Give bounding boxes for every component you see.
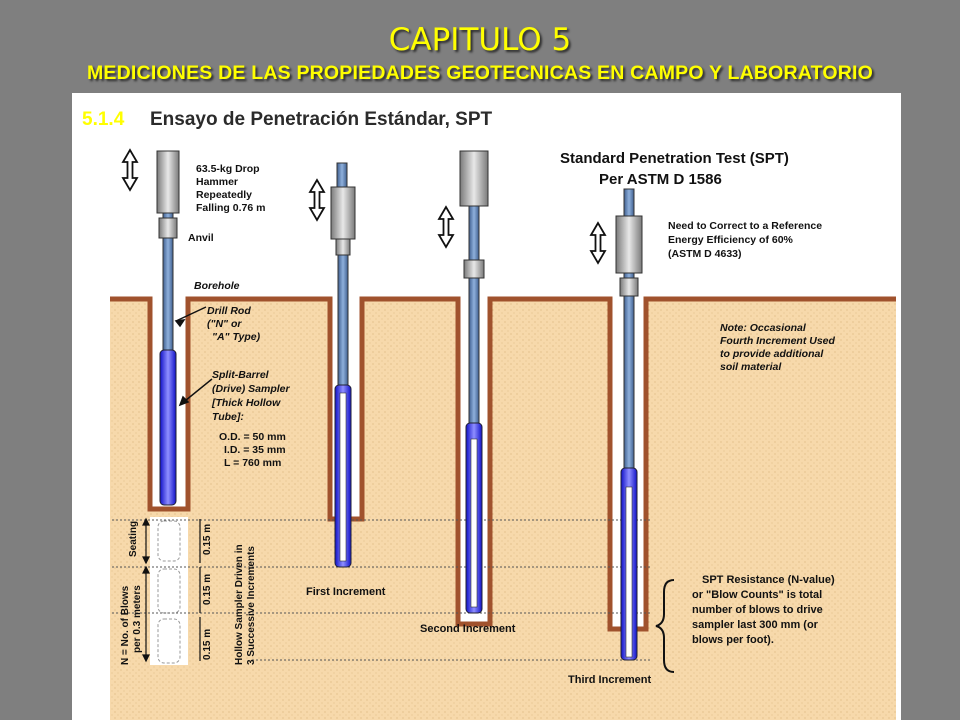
chapter-subtitle: MEDICIONES DE LAS PROPIEDADES GEOTECNICA…: [86, 62, 874, 84]
n-blows-label-1: N = No. of Blows: [120, 585, 131, 665]
svg-text:Fourth Increment Used: Fourth Increment Used: [720, 335, 836, 347]
svg-text:Falling 0.76 m: Falling 0.76 m: [196, 202, 265, 214]
svg-text:"A" Type): "A" Type): [212, 331, 261, 343]
diagram-heading-2: Per ASTM D 1586: [599, 171, 722, 188]
fourth-increment-note: Note: Occasional Fourth Increment Used t…: [720, 322, 836, 373]
svg-text:Split-Barrel: Split-Barrel: [212, 369, 270, 381]
svg-text:I.D. = 35 mm: I.D. = 35 mm: [224, 444, 286, 456]
svg-text:Note: Occasional: Note: Occasional: [720, 322, 807, 334]
hammer-label: 63.5-kg Drop Hammer Repeatedly Falling 0…: [196, 163, 265, 214]
svg-text:Drill Rod: Drill Rod: [207, 305, 251, 317]
svg-text:Tube]:: Tube]:: [212, 411, 244, 423]
spt-rig-1: [156, 150, 180, 506]
svg-text:number of blows to drive: number of blows to drive: [692, 604, 823, 616]
svg-text:63.5-kg Drop: 63.5-kg Drop: [196, 163, 260, 175]
borehole-label: Borehole: [194, 280, 240, 292]
spt-diagram: Standard Penetration Test (SPT) Per ASTM…: [110, 148, 896, 720]
svg-text:Need to Correct to a Reference: Need to Correct to a Reference: [668, 220, 822, 232]
svg-text:sampler last 300 mm (or: sampler last 300 mm (or: [692, 619, 819, 631]
content-panel: 5.1.4 Ensayo de Penetración Estándar, SP…: [72, 93, 901, 720]
section-title: Ensayo de Penetración Estándar, SPT: [150, 109, 493, 130]
n-blows-label-2: per 0.3 meters: [132, 585, 143, 653]
svg-text:blows per foot).: blows per foot).: [692, 634, 774, 646]
hammer-motion-arrows: [121, 148, 607, 265]
hollow-sampler-label-2: 3 Successive Increments: [246, 546, 257, 665]
sampler-increment-diagram: [157, 520, 181, 664]
svg-text:(ASTM D 4633): (ASTM D 4633): [668, 248, 742, 260]
svg-text:L = 760 mm: L = 760 mm: [224, 457, 281, 469]
svg-text:("N" or: ("N" or: [207, 318, 242, 330]
pointer-arrows: [174, 306, 213, 407]
sampler-dimensions: O.D. = 50 mm I.D. = 35 mm L = 760 mm: [219, 431, 286, 469]
spt-rig-4: [615, 188, 643, 661]
svg-text:Energy Efficiency of 60%: Energy Efficiency of 60%: [668, 234, 794, 246]
curly-brace: [655, 579, 675, 673]
svg-text:soil material: soil material: [720, 361, 782, 373]
svg-text:or "Blow Counts" is total: or "Blow Counts" is total: [692, 589, 822, 601]
section-number: 5.1.4: [82, 109, 125, 130]
chapter-title: CAPITULO 5: [388, 22, 572, 58]
diagram-heading-1: Standard Penetration Test (SPT): [560, 150, 789, 167]
sampler-label: Split-Barrel (Drive) Sampler [Thick Holl…: [211, 369, 291, 423]
svg-text:SPT Resistance (N-value): SPT Resistance (N-value): [702, 574, 835, 586]
first-increment-label: First Increment: [306, 586, 386, 598]
svg-text:Repeatedly: Repeatedly: [196, 189, 252, 201]
svg-text:to provide additional: to provide additional: [720, 348, 824, 360]
increment-size-1: 0.15 m: [202, 524, 213, 555]
svg-text:Hammer: Hammer: [196, 176, 238, 188]
anvil-label: Anvil: [188, 232, 214, 244]
svg-text:[Thick Hollow: [Thick Hollow: [211, 397, 281, 409]
energy-correction-note: Need to Correct to a Reference Energy Ef…: [668, 220, 822, 260]
increment-size-3: 0.15 m: [202, 629, 213, 660]
svg-text:O.D. = 50 mm: O.D. = 50 mm: [219, 431, 286, 443]
second-increment-label: Second Increment: [420, 623, 516, 635]
increment-size-2: 0.15 m: [202, 574, 213, 605]
increment-brackets: [142, 517, 201, 663]
seating-label: Seating: [128, 521, 139, 557]
drill-rod-label: Drill Rod ("N" or "A" Type): [207, 305, 261, 343]
left-rotated-labels: Seating 0.15 m 0.15 m 0.15 m N = No. of …: [120, 521, 257, 665]
spt-rig-3: [459, 150, 489, 614]
spt-rig-2: [330, 162, 356, 568]
svg-text:(Drive) Sampler: (Drive) Sampler: [212, 383, 291, 395]
spt-resistance-note: SPT Resistance (N-value) or "Blow Counts…: [692, 574, 835, 646]
third-increment-label: Third Increment: [568, 674, 651, 686]
hollow-sampler-label-1: Hollow Sampler Driven in: [234, 544, 245, 665]
